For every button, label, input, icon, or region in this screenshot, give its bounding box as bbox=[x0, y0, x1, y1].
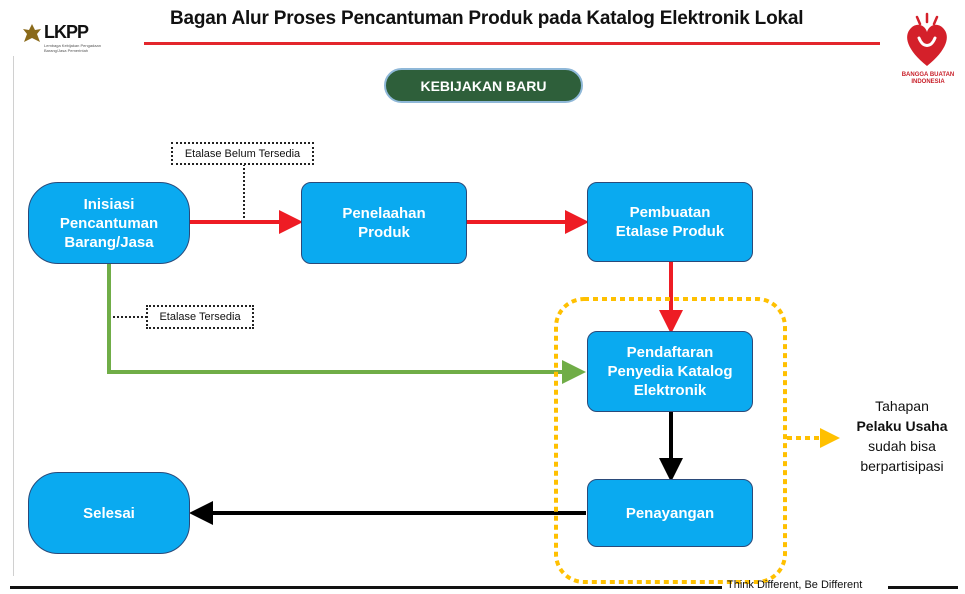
footer-rule-right bbox=[888, 586, 958, 589]
footer-rule-left bbox=[10, 586, 722, 589]
node-pendaftaran-penyedia: Pendaftaran Penyedia Katalog Elektronik bbox=[587, 331, 753, 412]
side-note-line3: sudah bisa bbox=[868, 438, 936, 454]
node-inisiasi-pencantuman: Inisiasi Pencantuman Barang/Jasa bbox=[28, 182, 190, 264]
garuda-emblem-icon bbox=[23, 24, 41, 42]
bangga-buatan-indonesia-logo bbox=[897, 8, 957, 88]
node-pembuatan-etalase: Pembuatan Etalase Produk bbox=[587, 182, 753, 262]
node-penayangan: Penayangan bbox=[587, 479, 753, 547]
node-pendaftaran-line3: Elektronik bbox=[633, 382, 707, 399]
node-inisiasi-line1: Inisiasi bbox=[83, 195, 135, 213]
node-penelaahan-line1: Penelaahan bbox=[342, 205, 426, 222]
node-pembuatan-line2: Etalase Produk bbox=[615, 223, 725, 240]
label-etalase-tersedia: Etalase Tersedia bbox=[146, 305, 254, 329]
label-etalase-belum-tersedia: Etalase Belum Tersedia bbox=[171, 142, 314, 165]
bangga-buatan-indonesia-text: BANGGA BUATAN INDONESIA bbox=[901, 72, 955, 85]
node-penelaahan-produk: Penelaahan Produk bbox=[301, 182, 467, 264]
node-inisiasi-line3: Barang/Jasa bbox=[64, 233, 154, 251]
side-note-line1: Tahapan bbox=[875, 398, 929, 414]
lkpp-logo-text: LKPP bbox=[44, 22, 89, 42]
heart-logo-icon bbox=[907, 12, 947, 66]
kebijakan-baru-badge: KEBIJAKAN BARU bbox=[384, 68, 583, 103]
node-penelaahan-line2: Produk bbox=[358, 224, 410, 241]
left-border-line bbox=[13, 56, 14, 576]
side-note-pelaku-usaha: Tahapan Pelaku Usaha sudah bisa berparti… bbox=[842, 396, 962, 476]
title-underline bbox=[144, 42, 880, 45]
lkpp-logo bbox=[22, 18, 142, 58]
page-title: Bagan Alur Proses Pencantuman Produk pad… bbox=[170, 8, 804, 29]
arrow-inisiasi-to-pendaftaran bbox=[107, 264, 586, 384]
node-inisiasi-line2: Pencantuman bbox=[59, 214, 159, 232]
side-note-line2: Pelaku Usaha bbox=[856, 418, 948, 434]
lkpp-logo-subtitle: Lembaga Kebijakan Pengadaan Barang/Jasa … bbox=[44, 43, 101, 53]
node-selesai: Selesai bbox=[28, 472, 190, 554]
node-pendaftaran-line1: Pendaftaran bbox=[626, 344, 714, 361]
node-pembuatan-line1: Pembuatan bbox=[629, 204, 711, 221]
node-pendaftaran-line2: Penyedia Katalog bbox=[607, 363, 733, 380]
side-note-line4: berpartisipasi bbox=[860, 458, 944, 474]
footer-tagline: Think Different, Be Different bbox=[727, 579, 863, 591]
